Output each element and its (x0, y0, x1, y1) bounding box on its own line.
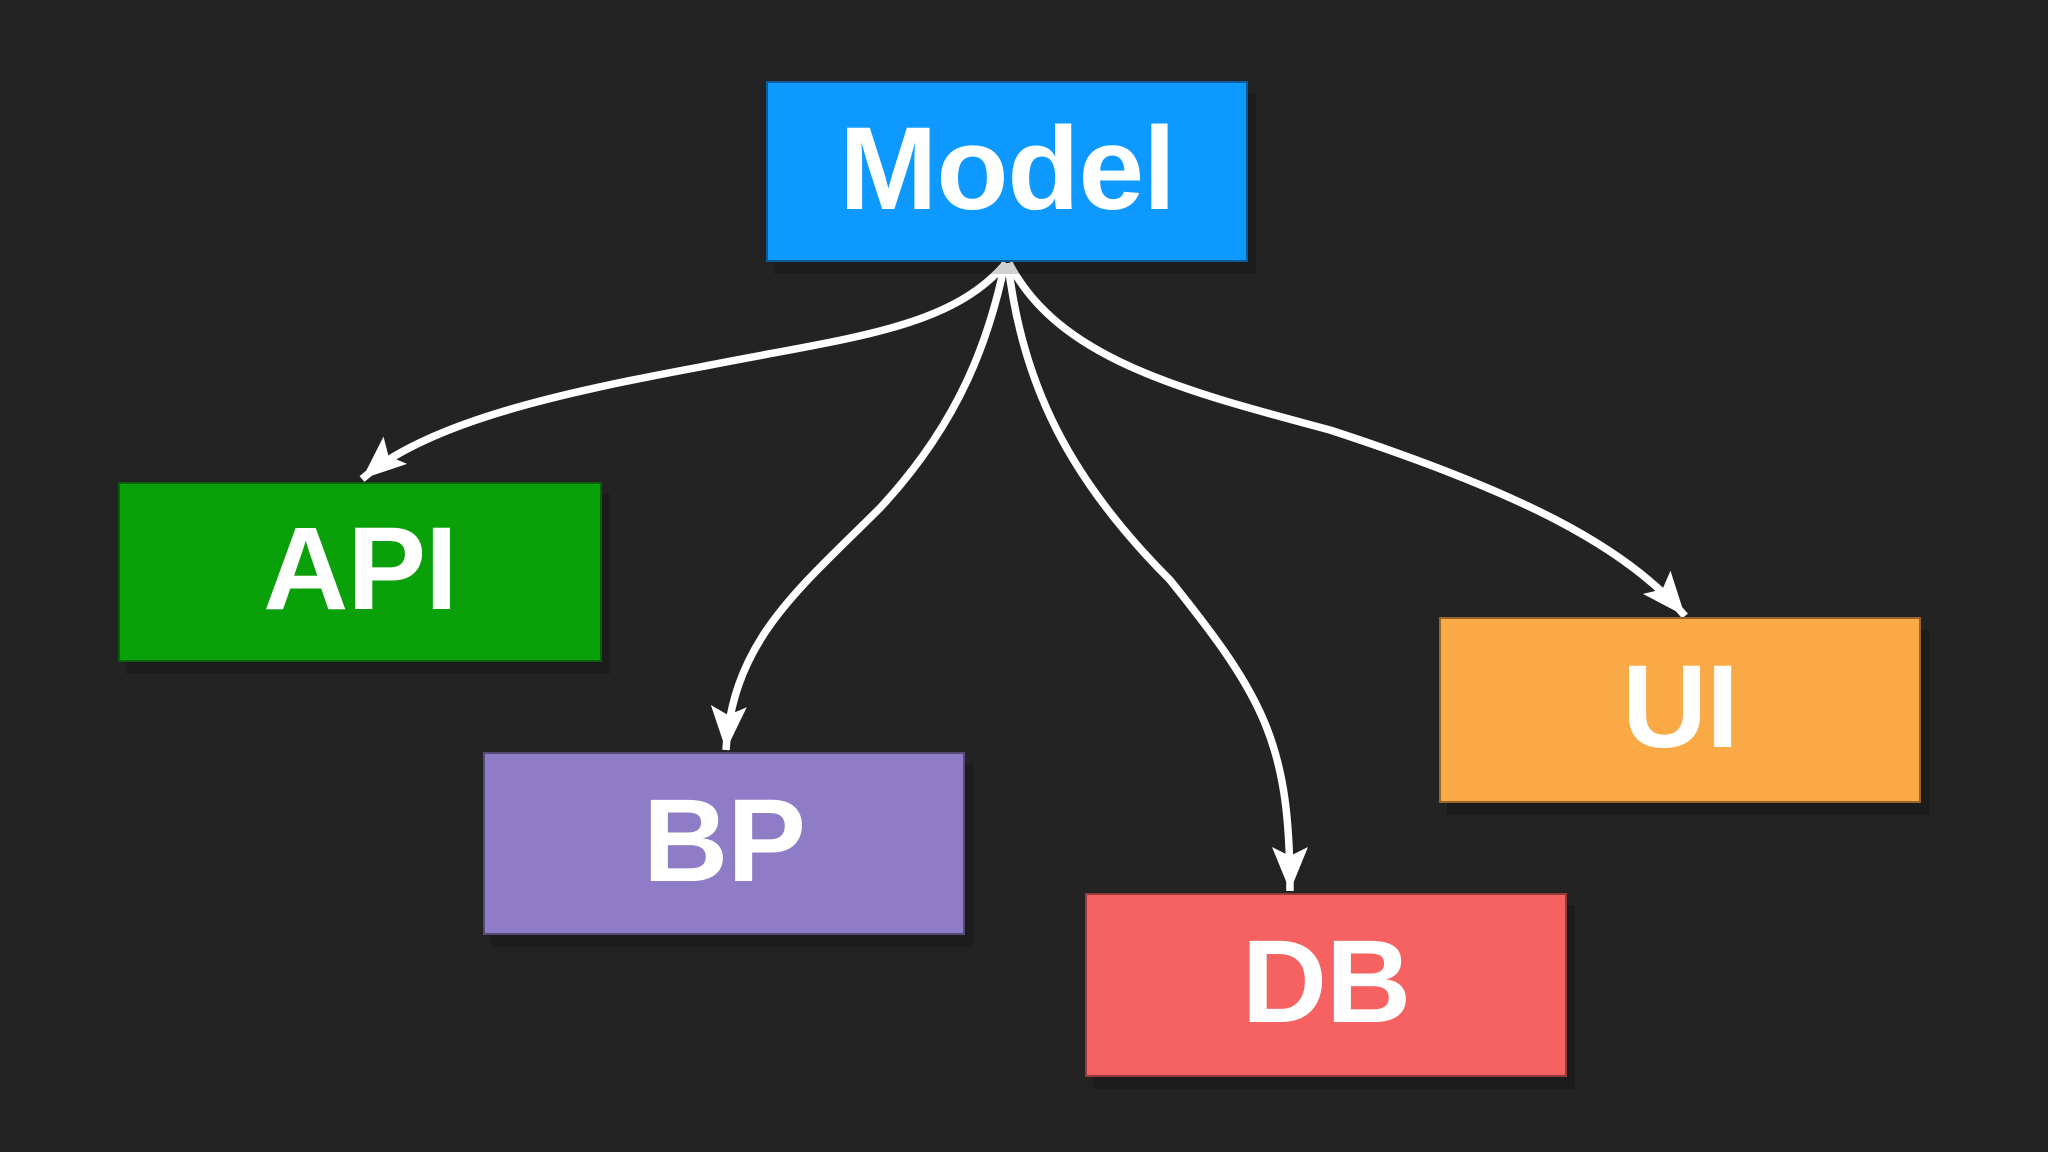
node-ui: UI (1439, 617, 1921, 803)
edge-model-to-db (1004, 262, 1308, 892)
node-label-db: DB (1241, 916, 1411, 1048)
node-label-api: API (263, 503, 458, 635)
edge-model-to-api (359, 260, 1009, 482)
edge-model-to-bp (710, 262, 1009, 751)
node-label-ui: UI (1622, 641, 1739, 773)
edge-group (359, 260, 1688, 892)
node-label-bp: BP (643, 774, 806, 907)
edge-model-to-ui (1005, 261, 1688, 619)
node-db: DB (1085, 893, 1567, 1077)
node-bp: BP (483, 752, 965, 935)
node-api: API (118, 482, 602, 662)
node-model: Model (766, 81, 1248, 262)
node-label-model: Model (839, 102, 1176, 235)
